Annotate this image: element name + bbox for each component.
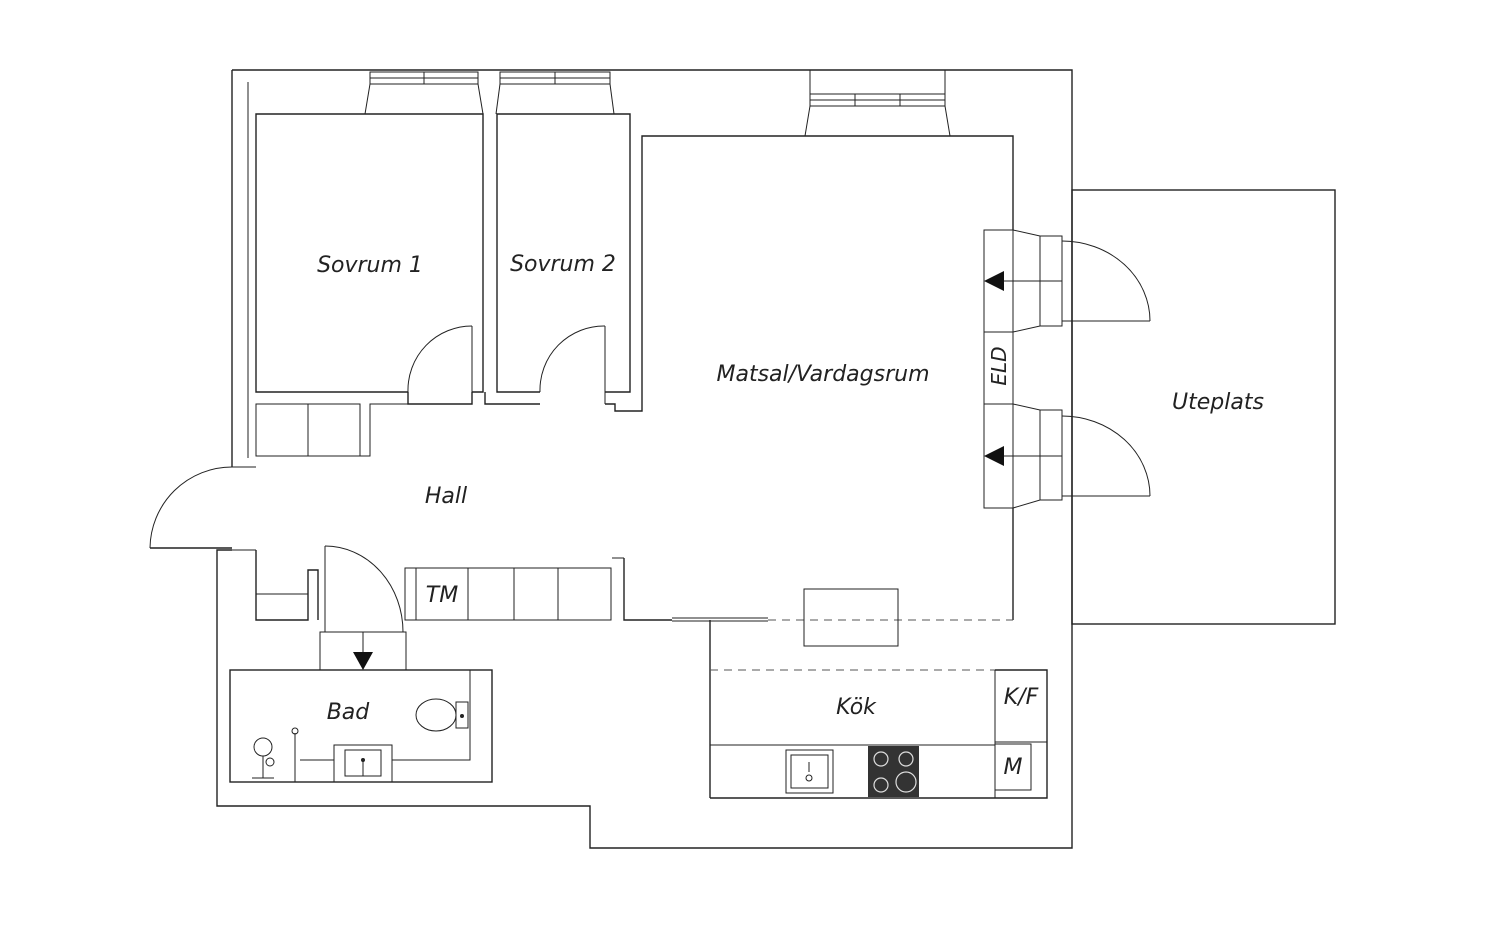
kitchen-island (803, 588, 899, 647)
door-swing-icon (149, 466, 233, 549)
label-m: M (1004, 755, 1023, 780)
label-kf: K/F (1004, 685, 1039, 710)
wardrobe (255, 403, 408, 457)
sink-icon (333, 744, 393, 783)
sink-icon (785, 749, 834, 794)
arrow-icon (984, 271, 1004, 291)
label-tm: TM (426, 583, 458, 608)
room-bad (229, 669, 493, 783)
room-sovrum-1 (255, 113, 484, 405)
door-swing-icon (1061, 415, 1151, 497)
label-uteplats: Uteplats (1172, 390, 1264, 415)
arrow-icon (984, 446, 1004, 466)
entry-door (149, 466, 256, 551)
door-swing-icon (324, 545, 404, 633)
window-icon (804, 70, 951, 137)
door-swing-icon (539, 325, 606, 393)
door-swing-icon (1061, 240, 1151, 322)
window-icon (495, 71, 615, 115)
label-sovrum-1: Sovrum 1 (317, 253, 423, 278)
arrow-icon (353, 652, 373, 670)
lower-partition (255, 550, 768, 798)
stove-icon (868, 746, 919, 797)
label-hall: Hall (425, 484, 467, 509)
door-swing-icon (407, 325, 473, 393)
toilet-icon (415, 698, 469, 732)
label-kok: Kök (836, 695, 877, 720)
labels: Sovrum 1 Sovrum 2 Matsal/Vardagsrum ELD … (317, 252, 1264, 780)
label-matsal-vardagsrum: Matsal/Vardagsrum (716, 362, 929, 387)
storage-tm (404, 567, 612, 621)
patio-door-lower (984, 403, 1151, 509)
room-kok (710, 588, 1048, 799)
patio (1071, 189, 1336, 625)
label-eld: ELD (987, 346, 1011, 385)
fireplace (983, 229, 1014, 509)
room-sovrum-2 (484, 113, 1014, 412)
window-icon (364, 71, 484, 115)
label-sovrum-2: Sovrum 2 (510, 252, 616, 277)
outer-walls (216, 69, 1073, 849)
bathroom-door (319, 545, 407, 671)
shower-icon (252, 727, 334, 782)
patio-door-upper (984, 229, 1151, 333)
label-bad: Bad (327, 700, 371, 725)
